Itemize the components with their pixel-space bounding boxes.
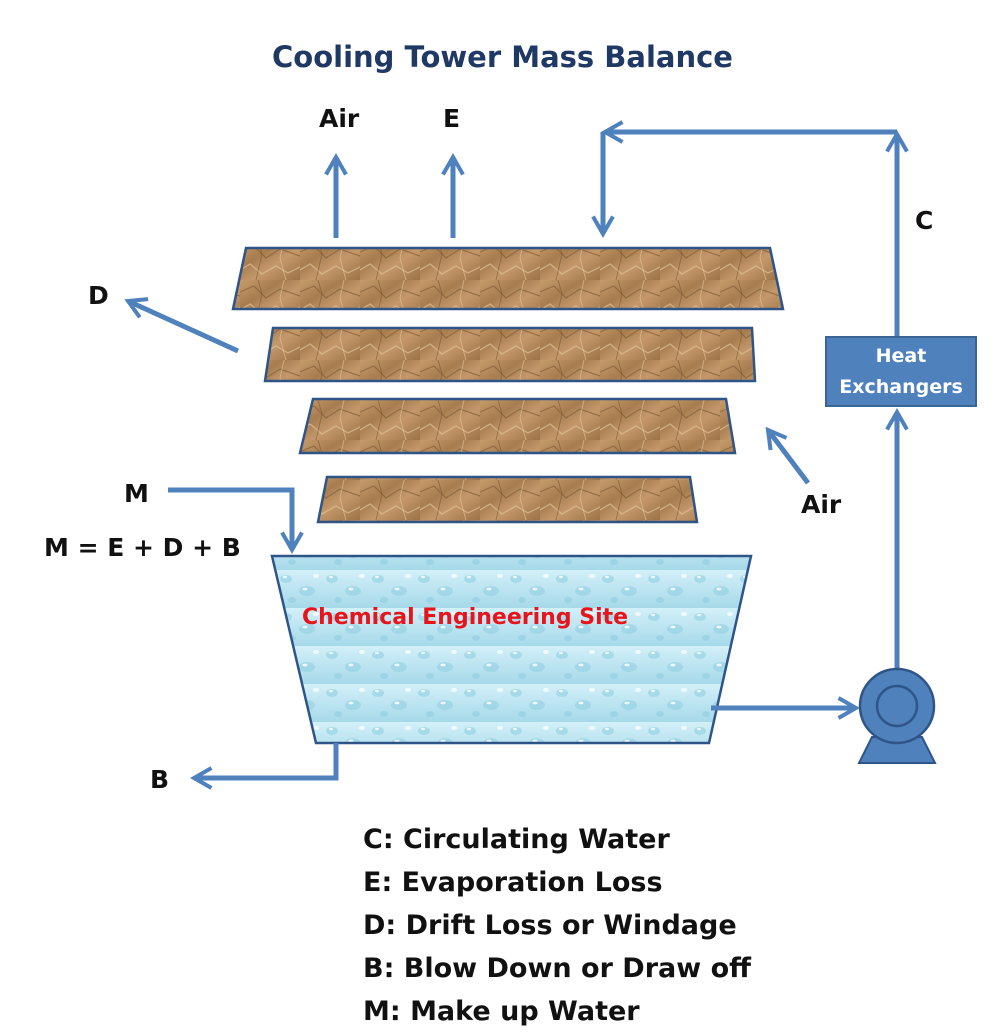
heat-exchanger-line-1: Heat: [875, 344, 927, 367]
blowdown-label: B: [150, 765, 170, 794]
heat-exchanger-box: Heat Exchangers: [825, 336, 977, 407]
pump-icon: [857, 667, 937, 764]
blowdown-arrow: [189, 743, 339, 790]
mass-balance-equation: M = E + D + B: [44, 533, 241, 562]
basin-watermark-label: Chemical Engineering Site: [302, 605, 629, 630]
diagram-title: Cooling Tower Mass Balance: [272, 40, 733, 74]
legend-item-d: D: Drift Loss or Windage: [363, 910, 737, 941]
fill-media-layer-1: [231, 246, 785, 311]
legend: C: Circulating Water E: Evaporation Loss…: [363, 818, 751, 1033]
fill-media-layer-2: [263, 326, 757, 383]
air-exhaust-label: Air: [319, 104, 360, 133]
circulating-label: C: [915, 206, 934, 235]
evaporation-label: E: [443, 104, 461, 133]
drift-arrow: [124, 297, 240, 354]
air-inlet-arrow: [765, 426, 810, 485]
drift-label: D: [88, 281, 109, 310]
makeup-label: M: [124, 479, 149, 508]
air-inlet-label: Air: [801, 490, 842, 519]
makeup-water-arrow: [168, 487, 304, 555]
water-basin: [270, 554, 753, 745]
heat-exchanger-line-2: Exchangers: [839, 375, 963, 398]
legend-item-e: E: Evaporation Loss: [363, 867, 663, 898]
legend-item-c: C: Circulating Water: [363, 824, 670, 855]
fill-media-layer-4: [316, 475, 699, 524]
fill-media-layer-3: [298, 397, 737, 455]
legend-item-b: B: Blow Down or Draw off: [363, 953, 752, 984]
legend-item-m: M: Make up Water: [363, 996, 640, 1027]
